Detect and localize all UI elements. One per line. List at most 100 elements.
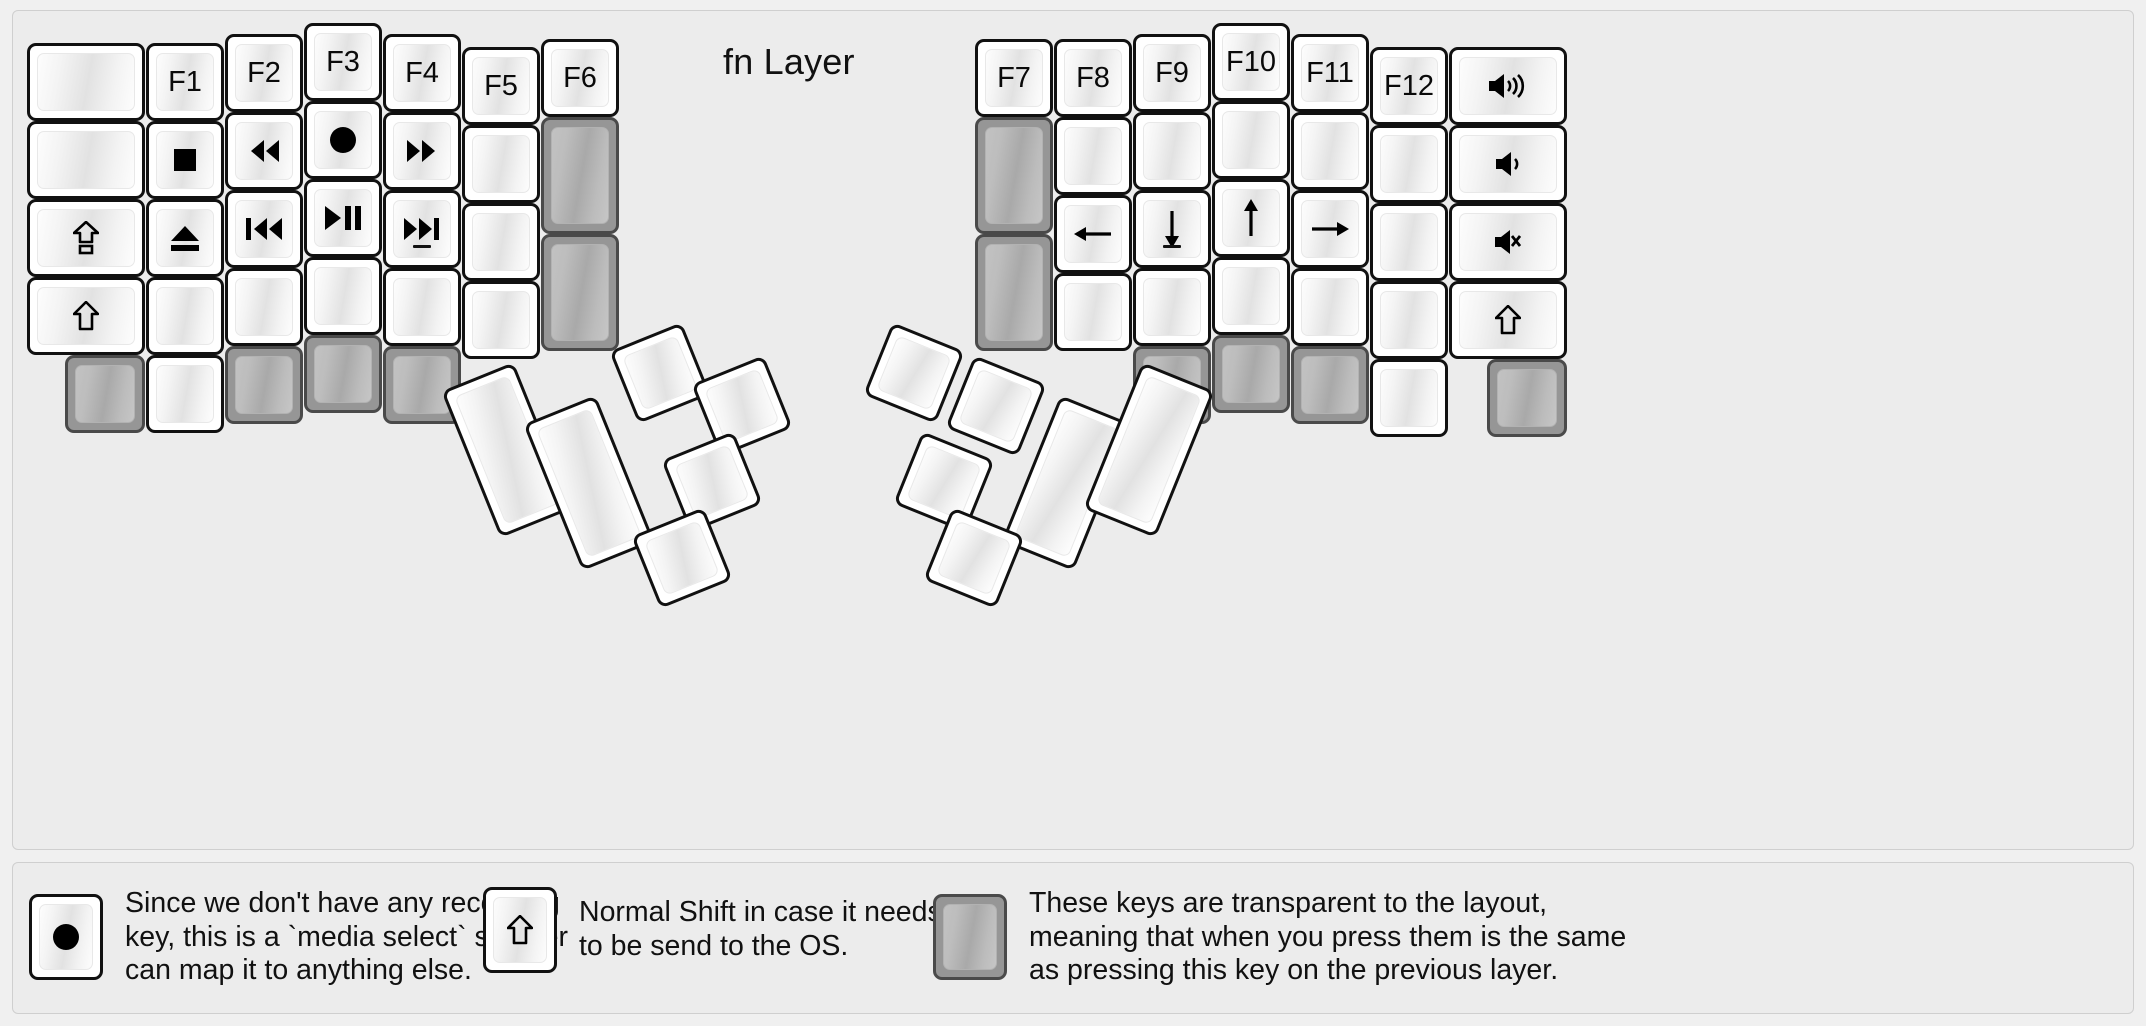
- key-r5-r2[interactable]: [1370, 203, 1448, 281]
- key-r1-r3[interactable]: [1054, 273, 1132, 351]
- key-r4-r3[interactable]: [1291, 268, 1369, 346]
- keycap-surface: [1143, 200, 1201, 258]
- key-r0-r1[interactable]: [975, 117, 1053, 234]
- key-f10[interactable]: F10: [1212, 23, 1290, 101]
- keycap-surface: [1380, 369, 1438, 427]
- key-r6-r4[interactable]: [1487, 359, 1567, 437]
- key-l2-r4[interactable]: [225, 346, 303, 424]
- keycap-surface: [75, 365, 135, 423]
- legend-sample-key-2: [933, 894, 1007, 981]
- keycap-surface: [156, 131, 214, 189]
- legend-sample-key-0: [29, 894, 103, 981]
- record-icon: [330, 127, 356, 153]
- legend-item-1: Normal Shift in case it needs to be send…: [483, 887, 942, 973]
- keycap-surface: [1143, 122, 1201, 180]
- key-l0-r1[interactable]: [27, 121, 145, 199]
- key-mute[interactable]: [1449, 203, 1567, 281]
- key-f1[interactable]: F1: [146, 43, 224, 121]
- thumb-l-small-1[interactable]: [609, 322, 711, 424]
- key-l3-r3[interactable]: [304, 257, 382, 335]
- key-stop[interactable]: [146, 121, 224, 199]
- key-arrow-down[interactable]: [1133, 190, 1211, 268]
- key-r5-r1[interactable]: [1370, 125, 1448, 203]
- legend-bar: Since we don't have any recording key, t…: [12, 862, 2134, 1014]
- key-l5-r2[interactable]: [462, 203, 540, 281]
- keycap-surface: F1: [156, 53, 214, 111]
- keycap-surface: [314, 111, 372, 169]
- key-r0-r2[interactable]: [975, 234, 1053, 351]
- key-r3-r1[interactable]: [1212, 101, 1290, 179]
- legend-text-1: Normal Shift in case it needs to be send…: [579, 896, 942, 962]
- thumb-r-small-1[interactable]: [945, 355, 1047, 457]
- keycap-surface: F6: [551, 49, 609, 107]
- key-record[interactable]: [304, 101, 382, 179]
- legend-sample-key-surface: [943, 904, 997, 971]
- key-arrow-left[interactable]: [1054, 195, 1132, 273]
- key-l6-r2[interactable]: [541, 234, 619, 351]
- key-f9[interactable]: F9: [1133, 34, 1211, 112]
- keycap-surface: F11: [1301, 44, 1359, 102]
- key-r3-r3[interactable]: [1212, 257, 1290, 335]
- key-r5-r3[interactable]: [1370, 281, 1448, 359]
- keycap-label: F11: [1306, 56, 1354, 89]
- key-volume-down[interactable]: [1449, 125, 1567, 203]
- key-f7[interactable]: F7: [975, 39, 1053, 117]
- keycap-surface: [536, 408, 642, 558]
- keycap-label: F5: [484, 69, 518, 102]
- key-l0-r4[interactable]: [65, 355, 145, 433]
- key-play-pause[interactable]: [304, 179, 382, 257]
- mute-icon: [1495, 229, 1521, 255]
- keycap-surface: [235, 200, 293, 258]
- key-f4[interactable]: F4: [383, 34, 461, 112]
- keycap-surface: [472, 213, 530, 271]
- thumb-r-small-2[interactable]: [863, 322, 965, 424]
- key-l0-r0[interactable]: [27, 43, 145, 121]
- key-shift-right[interactable]: [1449, 281, 1567, 359]
- key-f2[interactable]: F2: [225, 34, 303, 112]
- volume-up-icon: [1489, 73, 1527, 99]
- key-l0-r3[interactable]: [27, 277, 145, 355]
- key-f3[interactable]: F3: [304, 23, 382, 101]
- key-r4-r1[interactable]: [1291, 112, 1369, 190]
- key-l5-r1[interactable]: [462, 125, 540, 203]
- keycap-surface: [393, 356, 451, 414]
- key-l0-r2[interactable]: [27, 199, 145, 277]
- keycap-surface: [622, 335, 698, 411]
- key-fast-forward[interactable]: [383, 112, 461, 190]
- key-f5[interactable]: F5: [462, 47, 540, 125]
- keycap-surface: [1064, 283, 1122, 341]
- key-r1-r1[interactable]: [1054, 117, 1132, 195]
- rewind-icon: [248, 140, 280, 162]
- keycap-surface: F10: [1222, 33, 1280, 91]
- key-f8[interactable]: F8: [1054, 39, 1132, 117]
- key-l5-r3[interactable]: [462, 281, 540, 359]
- key-arrow-up[interactable]: [1212, 179, 1290, 257]
- key-r5-r4[interactable]: [1370, 359, 1448, 437]
- key-f11[interactable]: F11: [1291, 34, 1369, 112]
- key-r4-r4[interactable]: [1291, 346, 1369, 424]
- key-volume-up[interactable]: [1449, 47, 1567, 125]
- key-l2-r3[interactable]: [225, 268, 303, 346]
- key-r2-r1[interactable]: [1133, 112, 1211, 190]
- key-l3-r4[interactable]: [304, 335, 382, 413]
- key-l6-r1[interactable]: [541, 117, 619, 234]
- key-r2-r3[interactable]: [1133, 268, 1211, 346]
- key-arrow-right[interactable]: [1291, 190, 1369, 268]
- shift-lock-icon: [73, 221, 99, 255]
- shift-icon: [73, 301, 99, 331]
- keycap-surface: [936, 520, 1012, 596]
- key-rewind[interactable]: [225, 112, 303, 190]
- keycap-surface: [674, 444, 750, 520]
- key-f12[interactable]: F12: [1370, 47, 1448, 125]
- key-prev-track[interactable]: [225, 190, 303, 268]
- key-l4-r3[interactable]: [383, 268, 461, 346]
- key-l1-r3[interactable]: [146, 277, 224, 355]
- keycap-surface: [1222, 111, 1280, 169]
- arrow-up-icon: [1240, 198, 1262, 238]
- key-f6[interactable]: F6: [541, 39, 619, 117]
- keycap-label: F7: [997, 61, 1031, 94]
- key-r3-r4[interactable]: [1212, 335, 1290, 413]
- key-next-track[interactable]: [383, 190, 461, 268]
- key-l1-r4[interactable]: [146, 355, 224, 433]
- key-eject[interactable]: [146, 199, 224, 277]
